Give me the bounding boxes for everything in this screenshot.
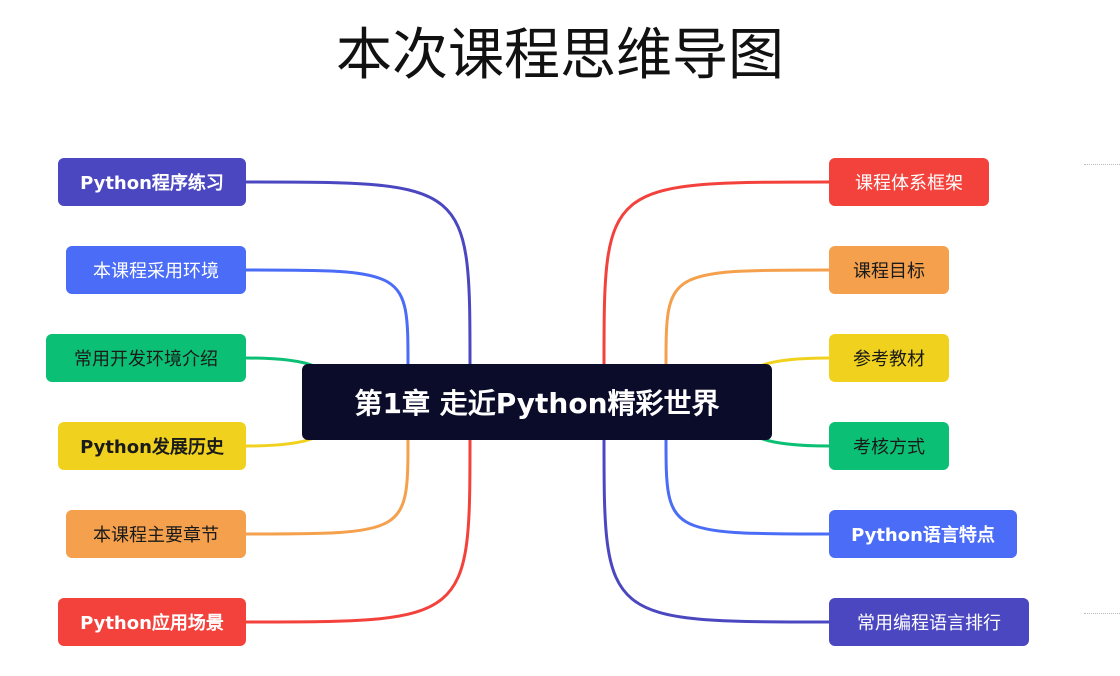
right-branch-node-3[interactable]: 参考教材 bbox=[829, 334, 949, 382]
right-branch-node-1[interactable]: 课程体系框架 bbox=[829, 158, 989, 206]
right-branch-label: 常用编程语言排行 bbox=[857, 613, 1001, 634]
right-connector-5 bbox=[664, 436, 831, 536]
left-branch-node-4[interactable]: Python发展历史 bbox=[58, 422, 246, 470]
right-connector-6 bbox=[602, 436, 831, 624]
left-branch-label: 常用开发环境介绍 bbox=[74, 349, 218, 370]
right-branch-node-6[interactable]: 常用编程语言排行 bbox=[829, 598, 1029, 646]
left-branch-label: Python应用场景 bbox=[80, 613, 224, 634]
left-connector-6 bbox=[244, 436, 472, 624]
left-branch-node-1[interactable]: Python程序练习 bbox=[58, 158, 246, 206]
left-connector-5 bbox=[244, 436, 410, 536]
left-branch-node-2[interactable]: 本课程采用环境 bbox=[66, 246, 246, 294]
right-branch-label: Python语言特点 bbox=[851, 525, 995, 546]
left-branch-label: 本课程采用环境 bbox=[93, 261, 219, 282]
dotted-edge-top bbox=[1084, 164, 1120, 165]
left-branch-label: Python程序练习 bbox=[80, 173, 224, 194]
dotted-edge-bottom bbox=[1084, 613, 1120, 614]
left-connector-1 bbox=[244, 180, 472, 368]
left-branch-node-5[interactable]: 本课程主要章节 bbox=[66, 510, 246, 558]
left-connector-4 bbox=[245, 436, 315, 448]
right-branch-node-2[interactable]: 课程目标 bbox=[829, 246, 949, 294]
left-branch-node-6[interactable]: Python应用场景 bbox=[58, 598, 246, 646]
left-connector-2 bbox=[244, 268, 410, 368]
right-connector-1 bbox=[602, 180, 831, 368]
left-branch-label: 本课程主要章节 bbox=[93, 525, 219, 546]
right-connector-3 bbox=[759, 356, 830, 368]
right-connector-2 bbox=[664, 268, 831, 368]
right-branch-label: 课程目标 bbox=[853, 261, 925, 282]
center-topic-node[interactable]: 第1章 走近Python精彩世界 bbox=[302, 364, 772, 440]
right-branch-label: 参考教材 bbox=[853, 349, 925, 370]
right-branch-node-4[interactable]: 考核方式 bbox=[829, 422, 949, 470]
right-branch-label: 考核方式 bbox=[853, 437, 925, 458]
right-branch-label: 课程体系框架 bbox=[855, 173, 963, 194]
left-branch-node-3[interactable]: 常用开发环境介绍 bbox=[46, 334, 246, 382]
page-title: 本次课程思维导图 bbox=[336, 23, 784, 88]
right-branch-node-5[interactable]: Python语言特点 bbox=[829, 510, 1017, 558]
left-branch-label: Python发展历史 bbox=[80, 437, 224, 458]
right-connector-4 bbox=[759, 436, 830, 448]
